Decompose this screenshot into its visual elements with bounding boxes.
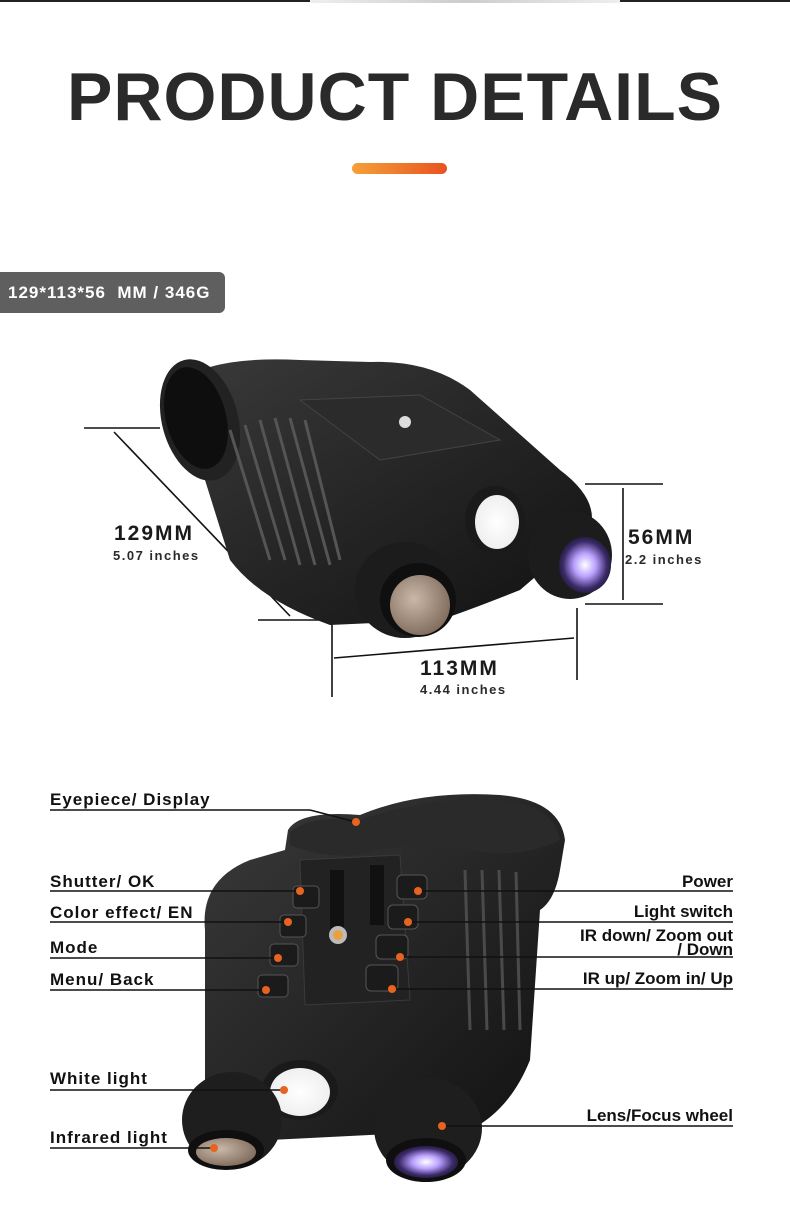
callout-mode: Mode [50,938,99,957]
callout-shutter-ok: Shutter/ OK [50,872,156,891]
callout-eyepiece-display: Eyepiece/ Display [50,790,211,809]
width-inch-label: 4.44 inches [420,682,507,697]
callout-infrared-light: Infrared light [50,1128,168,1147]
page-title: PRODUCT DETAILS [67,59,723,135]
dimension-weight-badge: 129*113*56 MM / 346G [0,272,225,313]
top-divider-left [0,0,310,2]
callout-power: Power [681,872,733,891]
length-inch-label: 5.07 inches [113,548,200,563]
width-mm-label: 113MM [420,657,499,680]
top-divider-center [310,0,620,3]
callout-white-light: White light [50,1069,148,1088]
callout-menu-back: Menu/ Back [50,970,155,989]
height-mm-label: 56MM [628,526,695,549]
top-divider-right [620,0,790,2]
callout-color-effect: Color effect/ EN [50,903,194,922]
height-inch-label: 2.2 inches [625,552,703,567]
device-top-view [159,359,612,638]
callout-down: / Down [677,940,733,959]
title-accent-bar [352,163,447,174]
callout-ir-up-zoom-in: IR up/ Zoom in/ Up [582,969,733,988]
callout-lens-focus-wheel: Lens/Focus wheel [586,1106,733,1125]
callout-markers [210,818,446,1152]
callout-lines [50,809,733,1149]
device-front-view [182,794,565,1182]
callout-ir-down-zoom-out: IR down/ Zoom out [580,926,733,945]
callout-light-switch: Light switch [633,902,733,921]
length-mm-label: 129MM [114,522,195,545]
